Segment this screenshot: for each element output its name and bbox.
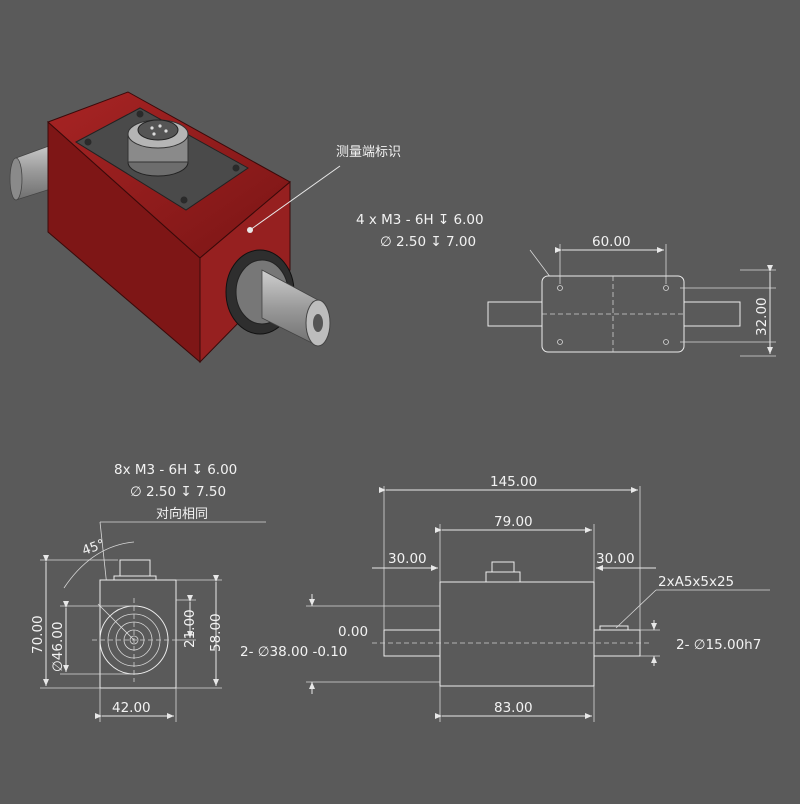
top-hole-spec-1: 4 x M3 - 6H ↧ 6.00 [356, 212, 484, 228]
side-view: 8x M3 - 6H ↧ 6.00 ∅ 2.50 ↧ 7.50 对向相同 45°… [30, 462, 266, 722]
side-dim-diameter: ∅46.00 [50, 622, 66, 672]
front-tol-upper: 0.00 [338, 624, 368, 640]
side-dim-height-outer: 70.00 [30, 615, 46, 654]
side-dim-height-inner: 21.00 [182, 609, 198, 648]
side-hole-spec-2: ∅ 2.50 ↧ 7.50 [130, 484, 226, 500]
sensor-3d-render [9, 91, 331, 364]
front-dim-left-diameter: 2- ∅38.00 -0.10 [240, 644, 347, 660]
front-dim-bottom: 83.00 [494, 700, 533, 716]
callout-label: 测量端标识 [336, 145, 401, 160]
front-dim-right-shaft: 30.00 [596, 551, 635, 567]
front-dim-body: 79.00 [494, 514, 533, 530]
front-dim-right-diameter: 2- ∅15.00h7 [676, 637, 761, 653]
top-dim-height: 32.00 [754, 297, 770, 336]
side-dim-height-right: 58.00 [208, 613, 224, 652]
side-hole-spec-1: 8x M3 - 6H ↧ 6.00 [114, 462, 237, 478]
top-dim-width: 60.00 [592, 234, 631, 250]
front-dim-left-shaft: 30.00 [388, 551, 427, 567]
top-hole-spec-2: ∅ 2.50 ↧ 7.00 [380, 234, 476, 250]
front-view: 145.00 79.00 30.00 30.00 0.00 2- ∅38.00 … [240, 474, 770, 722]
side-angle: 45° [80, 537, 107, 559]
measuring-end-callout: 测量端标识 [247, 145, 401, 233]
front-dim-total: 145.00 [490, 474, 537, 490]
top-view: 4 x M3 - 6H ↧ 6.00 ∅ 2.50 ↧ 7.00 60.00 3… [356, 212, 776, 357]
side-dim-width: 42.00 [112, 700, 151, 716]
front-key-spec: 2xA5x5x25 [658, 574, 734, 590]
side-hole-note: 对向相同 [156, 506, 208, 522]
